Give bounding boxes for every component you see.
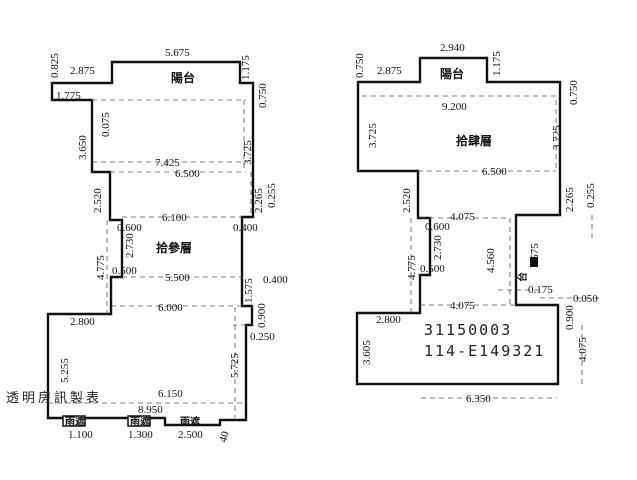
dimension-label: 2.265 bbox=[564, 187, 576, 212]
document-code: 114-E149321 bbox=[424, 342, 545, 360]
dimension-lines bbox=[48, 99, 252, 418]
dimension-label: 0.075 bbox=[100, 112, 112, 137]
dimension-label: 2.520 bbox=[401, 188, 413, 213]
dimension-label: 6.350 bbox=[466, 393, 491, 405]
watermark: 透明房訊製表 bbox=[6, 390, 102, 406]
rain-shelter-label: 雨遮 bbox=[180, 415, 200, 428]
plan-13f: 陽台 拾參層 雨遮 雨遮 雨遮 0.825 2.875 5.675 1.175 … bbox=[6, 47, 288, 444]
dimension-label: 2.800 bbox=[70, 316, 95, 328]
dimension-label: 0.825 bbox=[49, 53, 61, 78]
dimension-label: 2.800 bbox=[376, 314, 401, 326]
dimension-label: 2.875 bbox=[377, 65, 402, 77]
plan-14f: 陽台 拾肆層 台 0.750 2.875 2.940 1.175 0.750 9… bbox=[354, 42, 600, 405]
dimension-label: 4.560 bbox=[485, 248, 497, 273]
dimension-label: 2.875 bbox=[70, 65, 95, 77]
dimension-label: 6.000 bbox=[158, 302, 183, 314]
dimension-label: 0.255 bbox=[266, 183, 278, 208]
dimension-label: 40 bbox=[217, 430, 232, 444]
dimension-label: 0.400 bbox=[233, 222, 258, 234]
dimension-label: 2.520 bbox=[92, 188, 104, 213]
dimension-label: 3.650 bbox=[77, 135, 89, 160]
dimension-label: 0.500 bbox=[112, 265, 137, 277]
dimension-label: 4.075 bbox=[450, 211, 475, 223]
dimension-label: 3.605 bbox=[361, 340, 373, 365]
dimension-label: 0.750 bbox=[257, 83, 269, 108]
dimension-label: 1.575 bbox=[243, 278, 255, 303]
dimension-label: 3.725 bbox=[551, 125, 563, 150]
dimension-label: 0.600 bbox=[425, 221, 450, 233]
rain-shelter-label: 雨遮 bbox=[65, 415, 85, 428]
document-code: 31150003 bbox=[424, 321, 512, 339]
dimension-label: 0.250 bbox=[250, 331, 275, 343]
dimension-label: 6.150 bbox=[158, 388, 183, 400]
dimension-label: 1.300 bbox=[128, 429, 153, 441]
dimension-label: 0.400 bbox=[263, 274, 288, 286]
rain-shelter-label: 雨遮 bbox=[130, 415, 150, 428]
dimension-label: 0.255 bbox=[585, 183, 597, 208]
dimension-label: 5.500 bbox=[165, 272, 190, 284]
dimension-label: 3.725 bbox=[242, 140, 254, 165]
dimension-label: 1.575 bbox=[529, 243, 541, 268]
dimension-label: 2.730 bbox=[432, 235, 444, 260]
dimension-label: 4.075 bbox=[577, 337, 589, 362]
dimension-label: 1.175 bbox=[240, 55, 252, 80]
dimension-label: 1.775 bbox=[56, 90, 81, 102]
dimension-label: 9.200 bbox=[442, 101, 467, 113]
dimension-label: 6.100 bbox=[162, 212, 187, 224]
dimension-label: 4.775 bbox=[406, 255, 418, 280]
dimension-label: 7.425 bbox=[155, 157, 180, 169]
balcony-label: 陽台 bbox=[440, 66, 464, 81]
floor-label: 拾參層 bbox=[156, 240, 192, 255]
dimension-label: 5.675 bbox=[165, 47, 190, 59]
platform-label: 台 bbox=[516, 272, 529, 282]
dimension-label: 3.725 bbox=[367, 123, 379, 148]
dimension-label: 2.730 bbox=[124, 233, 136, 258]
dimension-label: 2.265 bbox=[253, 188, 265, 213]
dimension-label: 0.500 bbox=[420, 263, 445, 275]
dimension-label: 0.050 bbox=[573, 293, 598, 305]
dimension-lines bbox=[362, 95, 600, 399]
dimension-label: 0.175 bbox=[528, 284, 553, 296]
rain-shelter-box bbox=[62, 415, 86, 427]
dimension-label: 1.175 bbox=[491, 51, 503, 76]
dimension-label: 8.950 bbox=[138, 404, 163, 416]
rain-shelter-box bbox=[127, 415, 151, 427]
dimension-label: 0.600 bbox=[117, 222, 142, 234]
dimension-label: 5.255 bbox=[59, 358, 71, 383]
floor-label: 拾肆層 bbox=[456, 133, 492, 148]
dimension-label: 4.775 bbox=[95, 255, 107, 280]
dimension-label: 6.500 bbox=[175, 168, 200, 180]
dimension-label: 2.940 bbox=[440, 42, 465, 54]
dimension-label: 0.900 bbox=[256, 303, 268, 328]
dimension-label: 0.900 bbox=[564, 305, 576, 330]
balcony-label: 陽台 bbox=[171, 70, 195, 85]
dimension-label: 6.500 bbox=[482, 166, 507, 178]
dimension-label: 4.075 bbox=[450, 300, 475, 312]
dimension-label: 0.750 bbox=[568, 80, 580, 105]
platform-mark bbox=[530, 257, 538, 267]
dimension-label: 1.100 bbox=[68, 429, 93, 441]
dimension-label: 2.500 bbox=[178, 429, 203, 441]
plan-13f-outline bbox=[46, 60, 255, 427]
dimension-label: 5.725 bbox=[229, 353, 241, 378]
dimension-label: 0.750 bbox=[354, 53, 366, 78]
